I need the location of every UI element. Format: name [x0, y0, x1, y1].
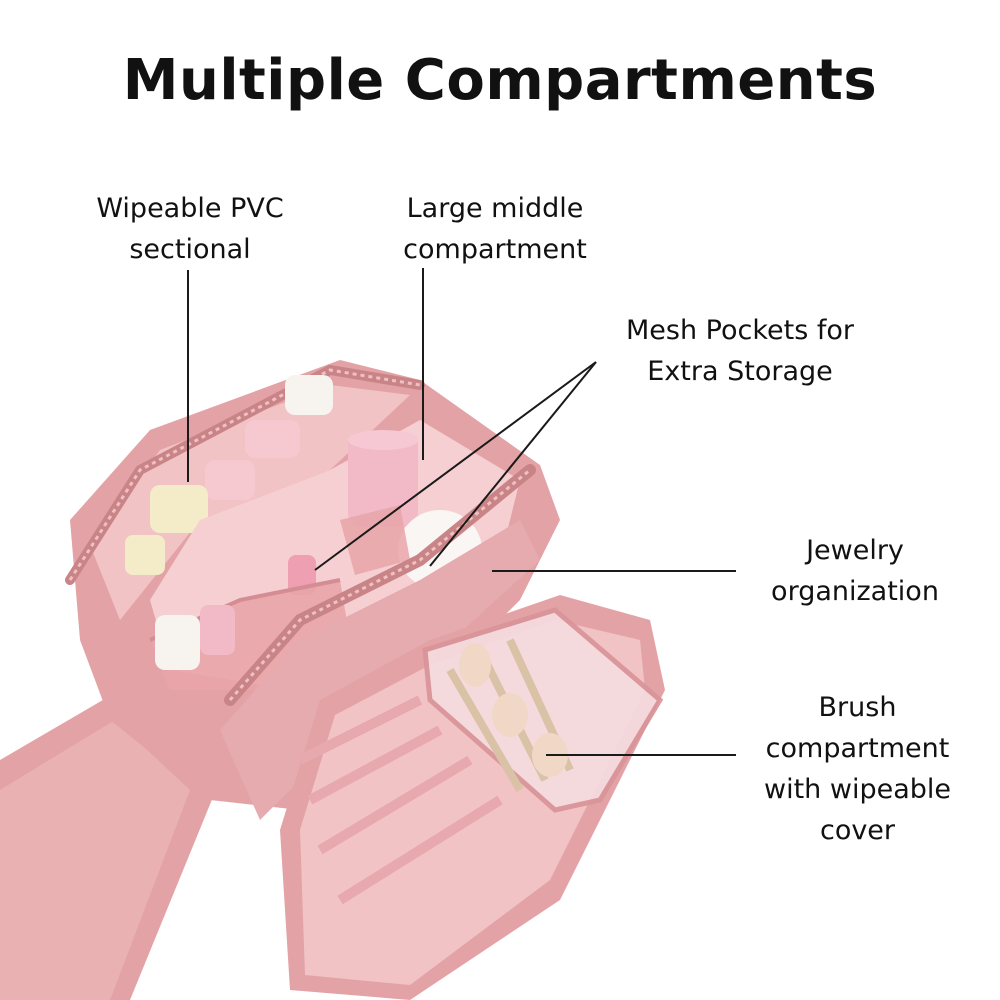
label-jewelry: Jewelry organization — [771, 535, 939, 607]
bottle — [150, 485, 208, 533]
callout-line-mesh-1 — [314, 361, 597, 571]
brush-head — [459, 643, 491, 687]
bottle — [125, 535, 165, 575]
bottle — [155, 615, 200, 670]
label-large-middle: Large middle compartment — [403, 193, 587, 265]
mesh-pocket — [340, 505, 410, 575]
bottle — [285, 375, 333, 415]
label-brush-compartment: Brush compartment with wipeable cover — [764, 692, 951, 846]
label-wipeable-pvc: Wipeable PVC sectional — [96, 193, 284, 265]
bottle — [205, 460, 255, 500]
callout-line-mesh-2 — [429, 361, 597, 567]
pink-jar — [348, 432, 418, 527]
pvc-compartment — [90, 385, 410, 620]
page-title: Multiple Compartments — [122, 48, 878, 113]
label-mesh-pockets: Mesh Pockets for Extra Storage — [626, 315, 854, 387]
bottle — [245, 420, 300, 458]
bottle — [200, 605, 235, 655]
brush-head — [492, 693, 528, 737]
